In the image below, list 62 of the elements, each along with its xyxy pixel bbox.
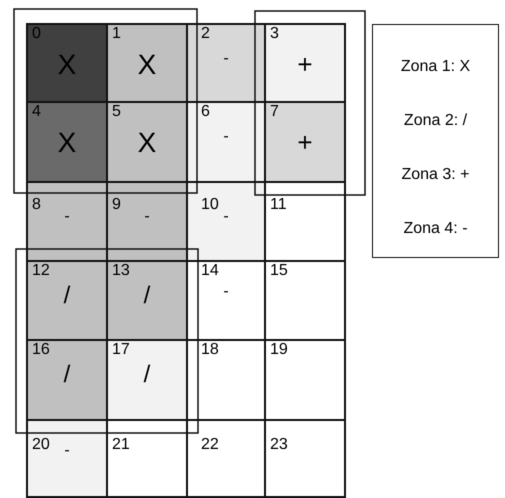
cell-number: 20 (32, 437, 50, 453)
cell-number: 11 (270, 197, 287, 213)
grid-cell (186, 101, 266, 183)
grid-cell (26, 101, 108, 183)
zone-symbol: / (62, 363, 72, 387)
cell-number: 5 (112, 104, 121, 120)
cell-number: 17 (112, 342, 130, 358)
zone-symbol: - (63, 443, 71, 459)
cell-number: 13 (112, 263, 130, 279)
zone-symbol: + (296, 51, 314, 77)
cell-number: 21 (112, 437, 130, 453)
zone-symbol: - (222, 284, 230, 300)
grid-cell (106, 339, 188, 421)
grid-cell (106, 101, 188, 183)
grid-cell (26, 339, 108, 421)
grid-cell (106, 260, 188, 341)
legend-entry: Zona 2: / (402, 112, 468, 130)
legend-entry: Zona 3: + (400, 166, 471, 184)
grid-cell (26, 419, 108, 498)
cell-number: 9 (112, 197, 121, 213)
cell-number: 22 (201, 437, 219, 453)
zone-symbol: - (222, 129, 230, 145)
cell-number: 4 (32, 104, 41, 120)
cell-number: 0 (32, 26, 41, 42)
grid-cell (264, 23, 346, 103)
cell-number: 16 (32, 342, 50, 358)
grid-cell (26, 181, 108, 262)
zone-symbol: / (142, 363, 152, 387)
zone-symbol: - (143, 209, 151, 225)
grid-cell (106, 181, 188, 262)
cell-number: 8 (32, 197, 41, 213)
cell-number: 10 (201, 197, 219, 213)
grid-cell (26, 260, 108, 341)
cell-number: 7 (270, 104, 279, 120)
cell-number: 1 (112, 26, 121, 42)
grid-cell (186, 181, 266, 262)
legend-entry: Zona 4: - (402, 220, 469, 238)
grid-cell (26, 23, 108, 103)
zone-symbol: X (136, 51, 158, 79)
cell-number: 19 (270, 342, 288, 358)
zone-symbol: - (222, 209, 230, 225)
cell-number: 6 (201, 104, 210, 120)
legend-entry: Zona 1: X (400, 58, 472, 76)
grid-cell (186, 23, 266, 103)
cell-number: 2 (201, 26, 210, 42)
cell-number: 18 (201, 342, 219, 358)
cell-number: 14 (201, 263, 219, 279)
zone-symbol: - (63, 209, 71, 225)
zone-symbol: - (222, 51, 230, 67)
cell-number: 23 (270, 437, 288, 453)
zone-symbol: / (62, 284, 72, 308)
grid-cell (264, 101, 346, 183)
zone-symbol: X (56, 51, 78, 79)
zone-symbol: X (136, 129, 158, 157)
grid-cell (106, 23, 188, 103)
grid-cell (264, 419, 346, 498)
cell-number: 12 (32, 263, 50, 279)
cell-number: 3 (270, 26, 279, 42)
zone-symbol: / (142, 284, 152, 308)
zone-symbol: X (56, 129, 78, 157)
cell-number: 15 (270, 263, 288, 279)
zone-symbol: + (296, 129, 314, 155)
